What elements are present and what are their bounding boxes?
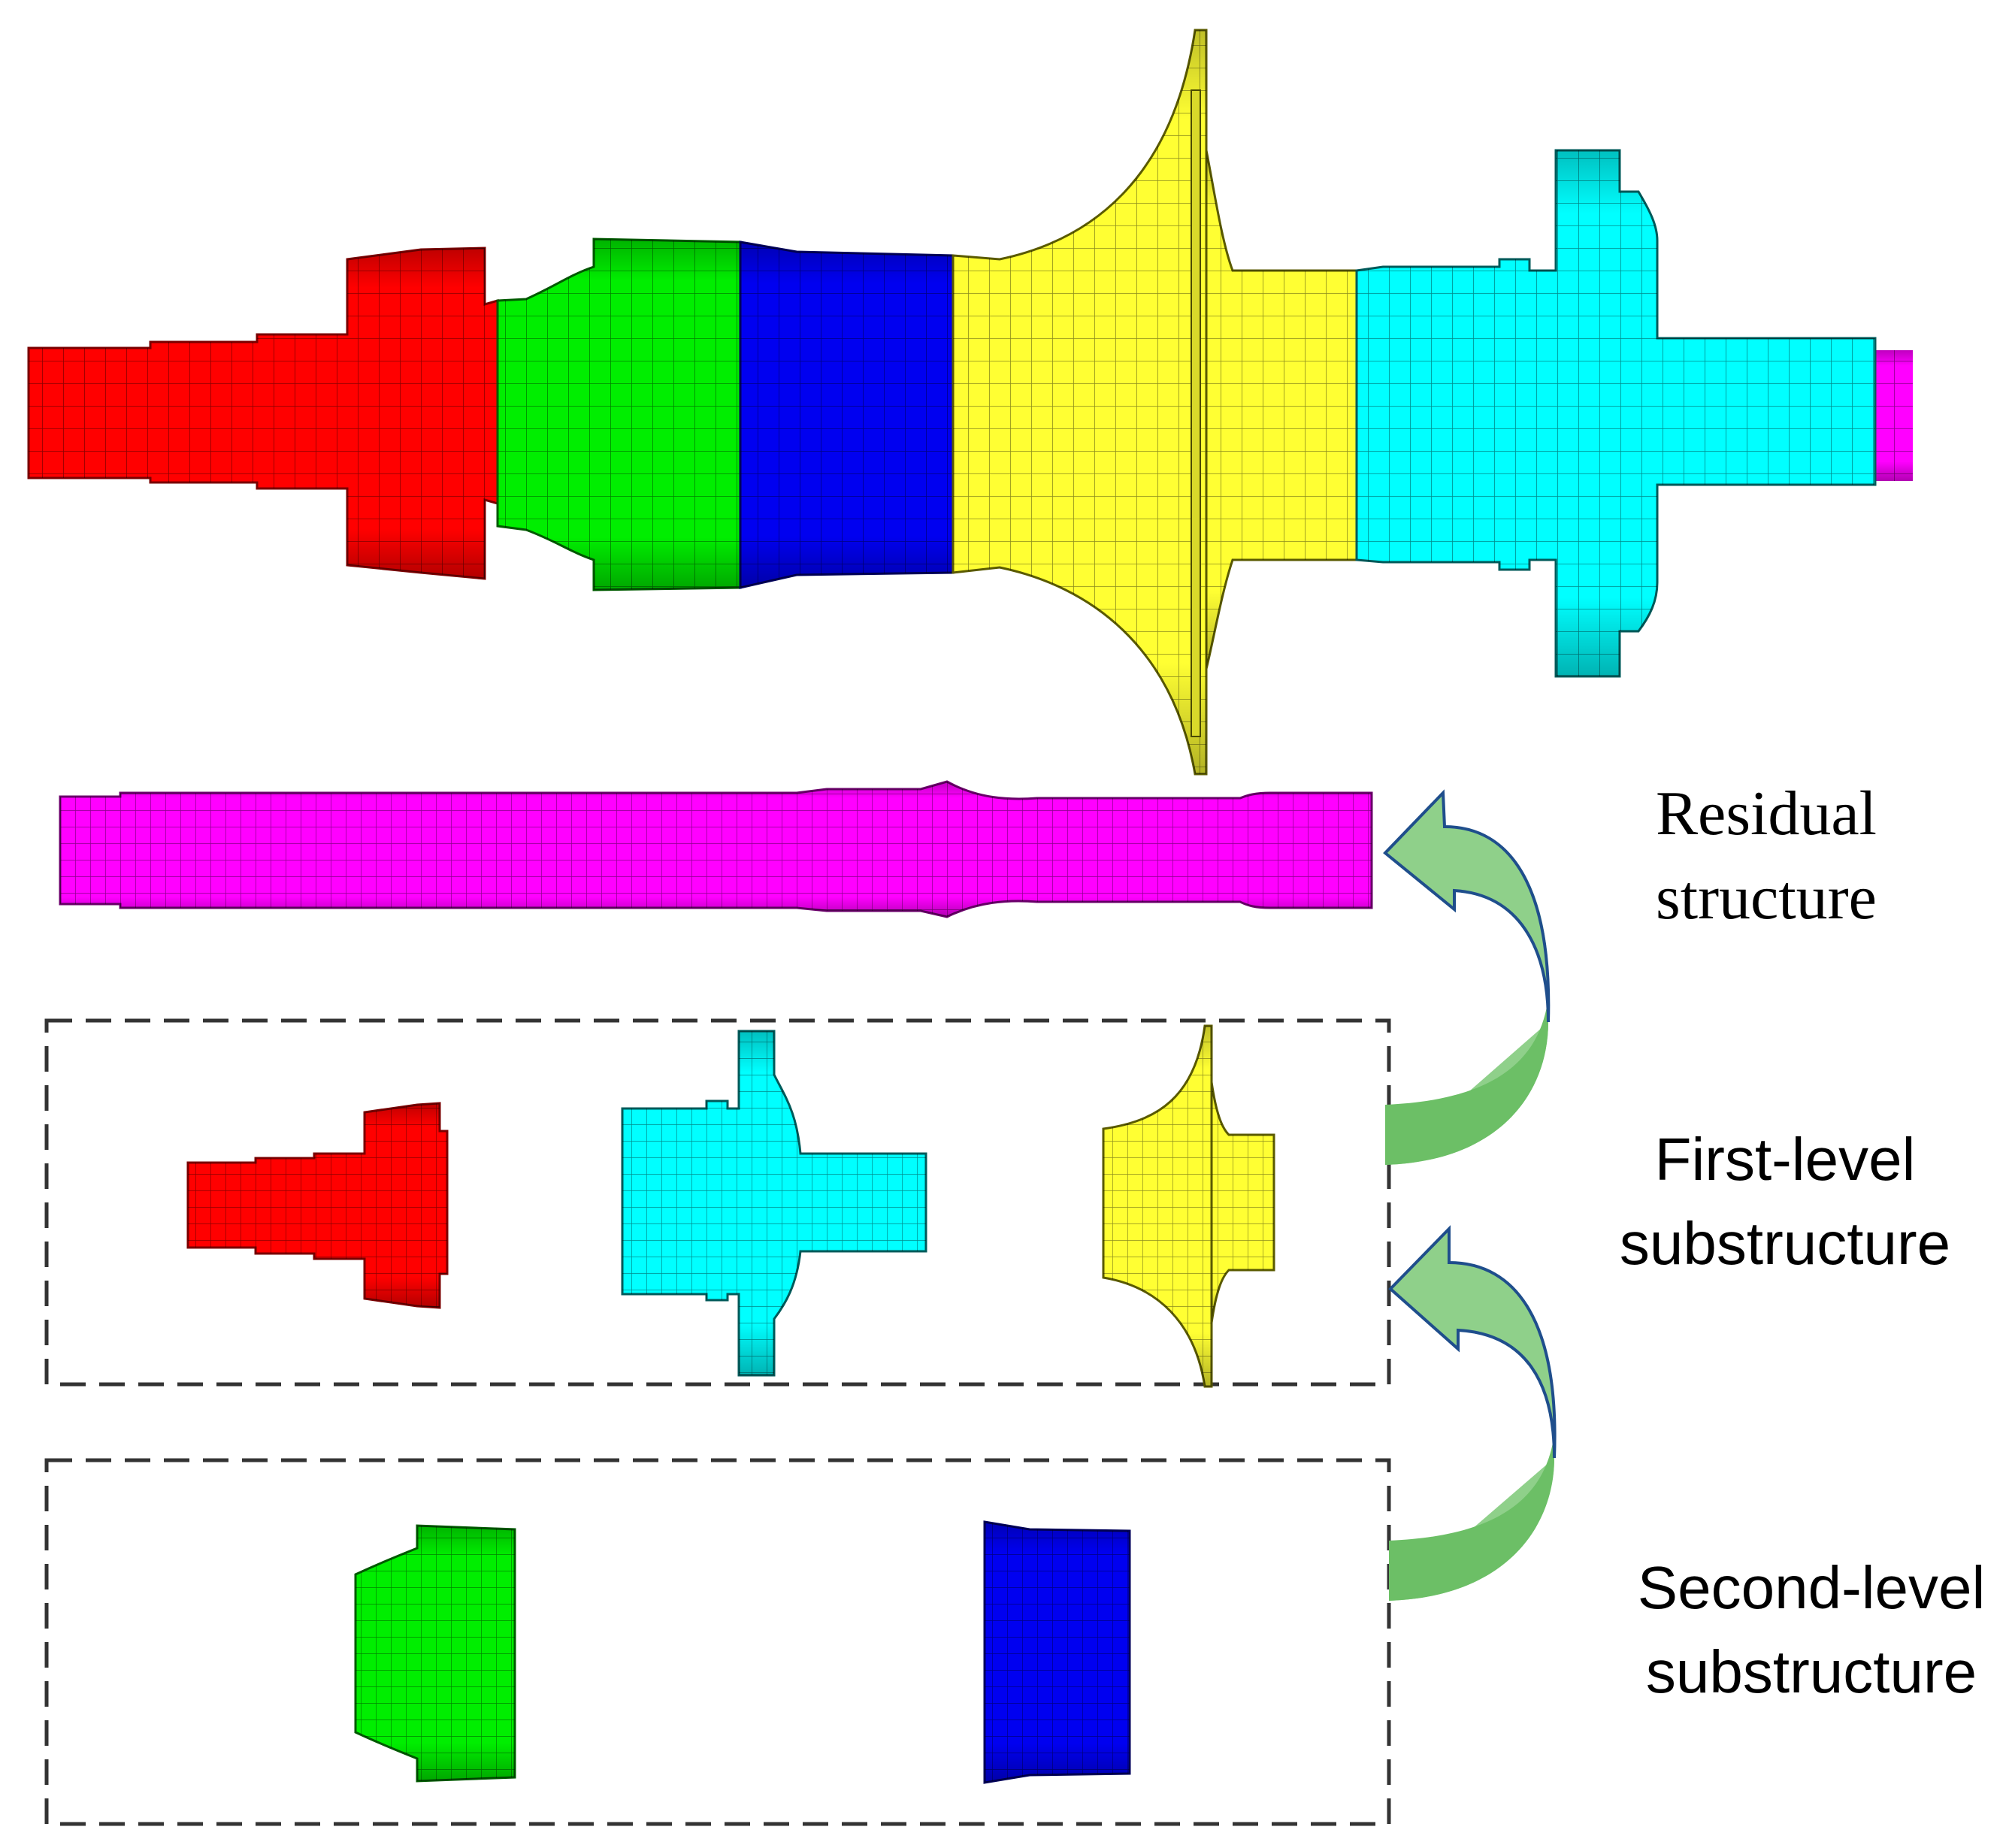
first-level-red-part: [186, 1102, 449, 1309]
rotor-green-section: [496, 237, 742, 591]
rotor-red-section: [27, 247, 499, 580]
residual-label-line1: Residual: [1656, 779, 1877, 848]
second-level-box: [44, 1458, 1391, 1826]
second-level-label-line2: substructure: [1646, 1638, 1977, 1705]
first-level-cyan-part: [621, 1030, 927, 1377]
second-level-blue-part: [983, 1520, 1131, 1784]
residual-shaft: [59, 780, 1373, 918]
rotor-magenta-end: [1875, 350, 1913, 481]
first-level-box: [44, 1018, 1391, 1387]
first-level-label-line1: First-level: [1655, 1126, 1916, 1193]
arrow-first-to-residual: [1383, 789, 1551, 1165]
residual-label-line2: structure: [1656, 863, 1877, 933]
arrow-second-to-first: [1388, 1225, 1557, 1601]
rotor-blue-section: [739, 240, 955, 589]
full-rotor-assembly: [27, 29, 1913, 776]
rotor-cyan-section: [1355, 149, 1877, 678]
second-level-green-part: [354, 1524, 516, 1783]
first-level-label-line2: substructure: [1620, 1210, 1950, 1277]
second-level-label-line1: Second-level: [1638, 1554, 1986, 1621]
rotor-yellow-section: [952, 29, 1358, 776]
first-level-yellow-part: [1102, 1024, 1275, 1388]
